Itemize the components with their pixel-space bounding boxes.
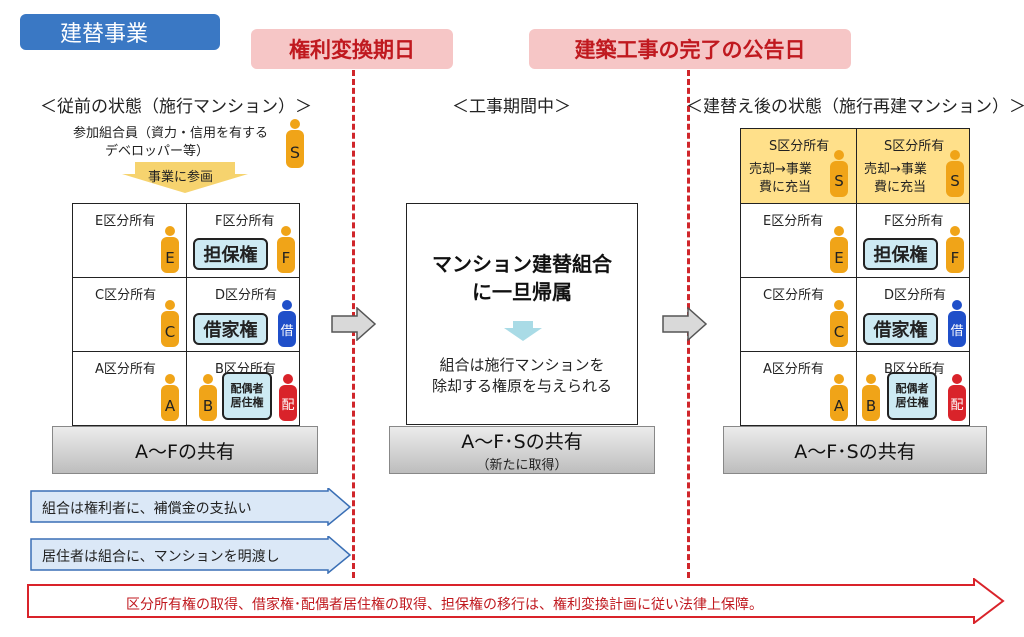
spouse-resident-person-icon: 配: [279, 374, 297, 421]
person-mark: 借: [280, 324, 293, 339]
unit-label: E区分所有: [763, 214, 824, 229]
spouse-resident-person-icon: 配: [948, 374, 966, 421]
phase-during-heading: ＜工事期間中＞: [452, 97, 571, 117]
person-letter: C: [165, 323, 175, 341]
owner-b-person-icon: B: [199, 374, 217, 421]
gray-right-arrow-icon: [331, 307, 376, 341]
spouse-residence-right-tag: 配偶者 居住権: [887, 372, 937, 420]
unit-label: F区分所有: [215, 214, 275, 229]
join-arrow-label: 事業に参画: [148, 170, 214, 185]
unit-label: S区分所有: [884, 139, 945, 154]
down-arrow-icon: [504, 321, 542, 341]
lease-right-tag: 借家権: [863, 313, 938, 345]
before-common-land: A～Fの共有: [52, 426, 318, 474]
participant-note-line1: 参加組合員（資力・信用を有する: [73, 126, 269, 141]
participant-s-person-icon: S: [946, 150, 964, 197]
vacate-arrow-label: 居住者は組合に、マンションを明渡し: [42, 549, 280, 565]
security-interest-tag: 担保権: [863, 238, 938, 270]
unit-label: A区分所有: [763, 362, 824, 377]
gray-right-arrow-icon: [662, 307, 707, 341]
unit-label: E区分所有: [95, 214, 156, 229]
association-title-line2: に一旦帰属: [472, 280, 572, 304]
tag-line: 配偶者: [895, 382, 929, 395]
owner-b-person-icon: B: [862, 374, 880, 421]
person-mark: 配: [950, 398, 963, 413]
unit-label: C区分所有: [95, 288, 157, 303]
person-mark: 配: [281, 398, 294, 413]
after-unit-s-right: S区分所有 売却→事業 費に充当: [856, 128, 970, 204]
person-mark: 借: [950, 324, 963, 339]
blue-arrow-icon: [30, 488, 352, 526]
association-note-line2: 除却する権原を与えられる: [431, 377, 612, 395]
tag-line: 配偶者: [230, 382, 264, 395]
milestone-right-conversion-date: 権利変換期日: [251, 29, 453, 69]
person-letter: A: [165, 397, 176, 415]
person-letter: B: [866, 397, 876, 415]
reconstruction-association-box: [406, 203, 638, 425]
person-letter: C: [834, 323, 844, 341]
owner-e-person-icon: E: [161, 226, 179, 273]
tag-line: 居住権: [230, 396, 264, 409]
base-title: A～Fの共有: [135, 440, 235, 463]
person-letter: A: [834, 397, 845, 415]
person-letter: S: [950, 172, 960, 190]
phase-after-heading: ＜建替え後の状態（施行再建マンション）＞: [686, 97, 1024, 117]
s-unit-note-line2: 費に充当: [874, 180, 927, 195]
unit-label: D区分所有: [215, 288, 278, 303]
unit-label: S区分所有: [769, 139, 830, 154]
security-interest-tag: 担保権: [193, 238, 268, 270]
s-unit-note: 売却→事業 費に充当: [749, 161, 812, 197]
phase-before-heading: ＜従前の状態（施行マンション）＞: [40, 97, 312, 117]
owner-a-person-icon: A: [830, 374, 848, 421]
lease-holder-person-icon: 借: [948, 300, 966, 347]
participant-letter: S: [290, 143, 300, 162]
base-subtitle: （新たに取得）: [476, 458, 568, 473]
owner-f-person-icon: F: [946, 226, 964, 273]
bottom-note: 区分所有権の取得、借家権･配偶者居住権の取得、担保権の移行は、権利変換計画に従い…: [126, 597, 763, 613]
milestone-completion-notice-date: 建築工事の完了の公告日: [529, 29, 851, 69]
person-letter: F: [951, 249, 960, 267]
blue-arrow-icon: [30, 536, 352, 574]
person-letter: F: [282, 249, 291, 267]
base-title: A～F･Sの共有: [461, 431, 583, 453]
lease-holder-person-icon: 借: [278, 300, 296, 347]
spouse-residence-right-tag: 配偶者 居住権: [222, 372, 272, 420]
owner-f-person-icon: F: [277, 226, 295, 273]
s-unit-note-line1: 売却→事業: [864, 162, 927, 177]
unit-label: F区分所有: [884, 214, 944, 229]
s-unit-note-line1: 売却→事業: [749, 162, 812, 177]
owner-c-person-icon: C: [830, 300, 848, 347]
red-outline-arrow-icon: [27, 578, 1005, 624]
tag-line: 居住権: [895, 396, 929, 409]
participant-person-icon: S: [286, 119, 304, 168]
lease-right-tag: 借家権: [193, 313, 268, 345]
person-letter: B: [203, 397, 213, 415]
during-common-land: A～F･Sの共有 （新たに取得）: [389, 426, 655, 474]
owner-c-person-icon: C: [161, 300, 179, 347]
participant-note-line2: デベロッパー等）: [105, 144, 210, 159]
association-note: 組合は施行マンションを 除却する権原を与えられる: [406, 355, 638, 397]
down-arrow-icon: [122, 162, 248, 193]
association-note-line1: 組合は施行マンションを: [439, 356, 605, 374]
after-common-land: A～F･Sの共有: [723, 426, 987, 474]
unit-label: C区分所有: [763, 288, 825, 303]
diagram-title: 建替事業: [20, 14, 220, 50]
s-unit-note: 売却→事業 費に充当: [864, 161, 927, 197]
person-letter: E: [165, 249, 174, 267]
person-letter: E: [834, 249, 843, 267]
compensation-arrow-label: 組合は権利者に、補償金の支払い: [42, 501, 252, 517]
owner-a-person-icon: A: [161, 374, 179, 421]
association-title: マンション建替組合 に一旦帰属: [406, 250, 638, 306]
base-title: A～F･Sの共有: [794, 440, 916, 463]
owner-e-person-icon: E: [830, 226, 848, 273]
association-title-line1: マンション建替組合: [432, 252, 612, 276]
unit-label: D区分所有: [884, 288, 947, 303]
person-letter: S: [834, 172, 844, 190]
s-unit-note-line2: 費に充当: [759, 180, 812, 195]
unit-label: A区分所有: [95, 362, 156, 377]
participant-s-person-icon: S: [830, 150, 848, 197]
